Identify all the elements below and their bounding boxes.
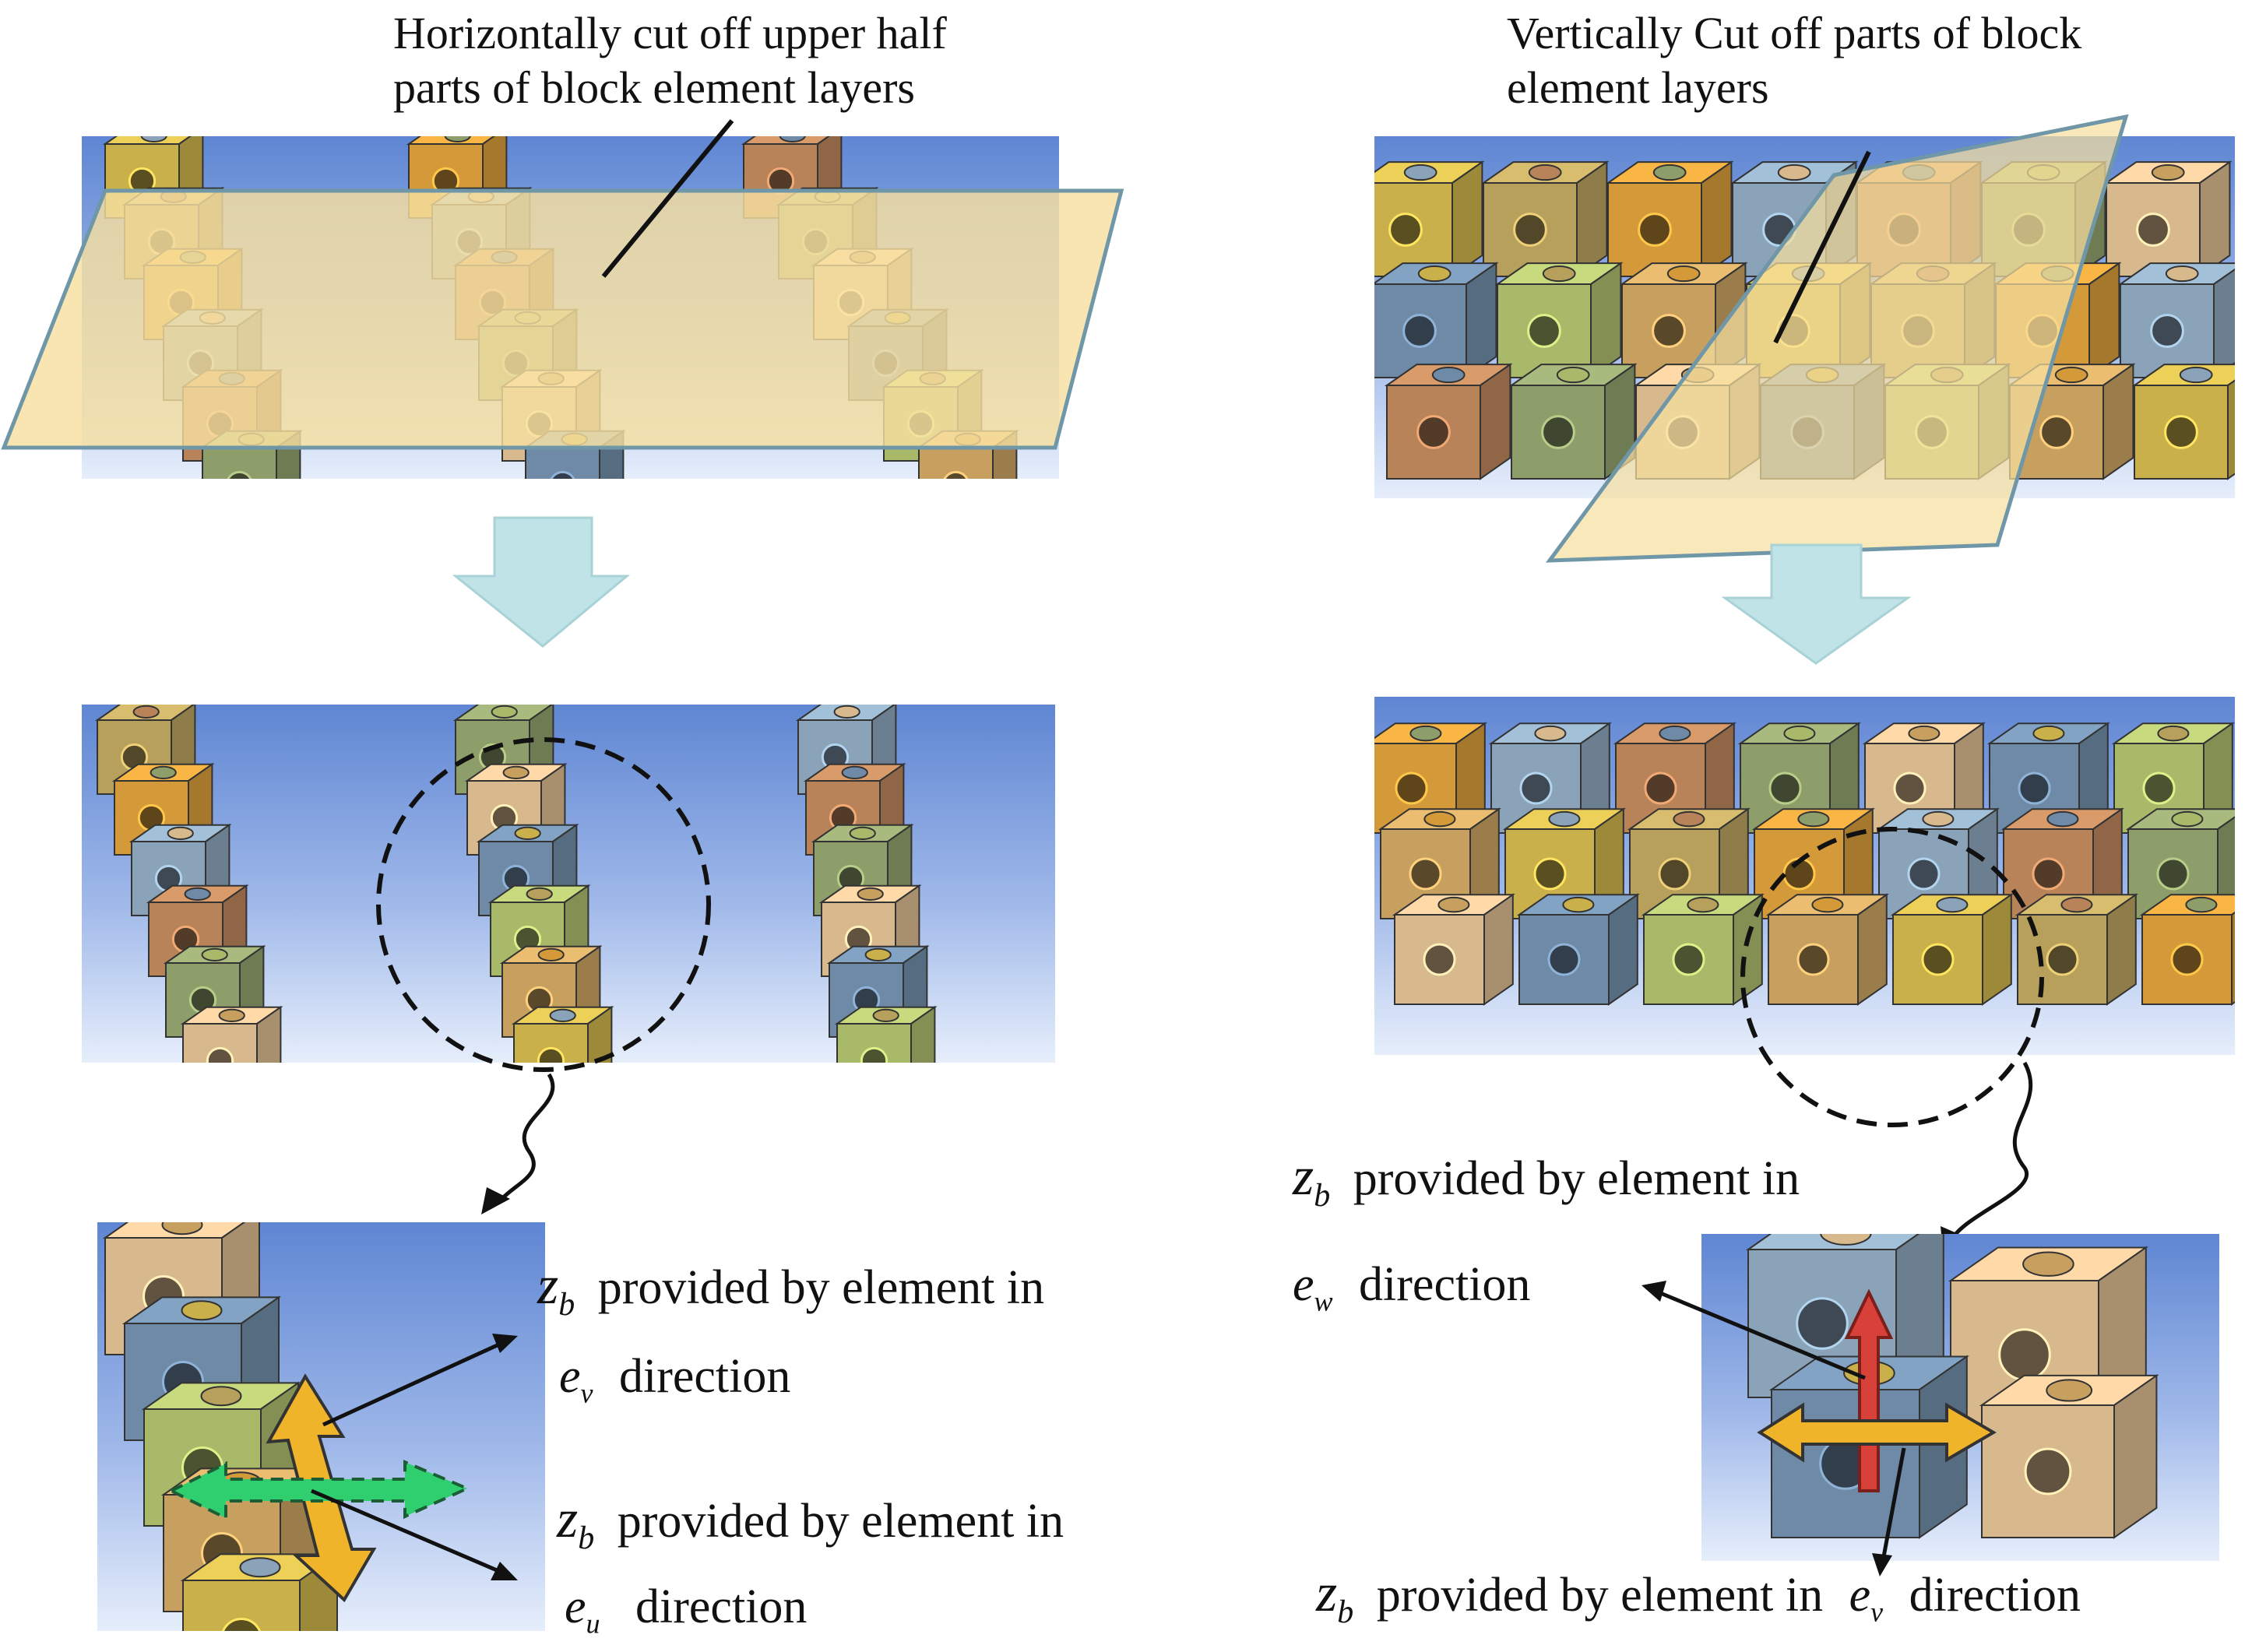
block-element <box>2117 262 2235 379</box>
left-result-blocks <box>94 705 938 1063</box>
block-element <box>180 1005 283 1063</box>
block-element <box>2103 160 2233 278</box>
right-result-blocks <box>1374 722 2235 1006</box>
block-element <box>1979 160 2108 278</box>
right-label-ew: zb provided by element in ew direction <box>1293 1148 1800 1330</box>
ev-zb-symbol: z <box>537 1256 559 1316</box>
block-element <box>1758 363 1887 480</box>
eu-zb-sub: b <box>578 1520 595 1556</box>
block-element <box>916 429 1019 479</box>
left-caption-line1: Horizontally cut off upper half <box>393 8 947 58</box>
eu-zb-symbol: z <box>557 1489 579 1549</box>
block-element <box>199 429 303 479</box>
block-element <box>523 429 626 479</box>
ew-dir-symbol: e <box>1293 1258 1314 1311</box>
ev-zb-sub: b <box>558 1287 575 1323</box>
block-element <box>1986 722 2110 835</box>
block-element <box>1494 262 1624 379</box>
right-label-ev: zb provided by element in ev direction <box>1316 1565 2081 1641</box>
block-element <box>1480 160 1610 278</box>
ew-zb-sub: b <box>1314 1178 1331 1214</box>
block-element <box>1384 363 1513 480</box>
right-curly-connector <box>1948 1061 2033 1243</box>
block-element <box>1993 262 2122 379</box>
block-element <box>511 1005 614 1063</box>
right-cut-panel <box>1374 136 2235 498</box>
block-element <box>2139 894 2235 1006</box>
block-element <box>1619 262 1748 379</box>
ev-right-dir-symbol: e <box>1849 1569 1871 1622</box>
block-element <box>1392 893 1515 1006</box>
block-element <box>1768 1355 1969 1539</box>
ev-right-dir-text: direction <box>1909 1569 2081 1622</box>
left-connector-head <box>481 1187 510 1214</box>
block-element <box>1882 363 2011 480</box>
block-element <box>2014 893 2138 1006</box>
eu-label-text: provided by element in <box>617 1495 1064 1548</box>
block-element <box>1516 893 1640 1006</box>
block-element <box>1854 160 1983 278</box>
left-label-eu: zb provided by element in eu direction <box>557 1491 1064 1652</box>
ev-right-dir-sub: v <box>1870 1596 1884 1628</box>
left-cut-panel <box>82 136 1059 479</box>
right-caption-line2: element layers <box>1507 62 1769 113</box>
eu-dir-text: direction <box>635 1580 808 1633</box>
left-curly-connector <box>497 1073 555 1204</box>
block-element <box>1744 262 1873 379</box>
right-cut-blocks <box>1374 160 2235 480</box>
ew-dir-text: direction <box>1359 1258 1531 1311</box>
left-flow-arrow <box>452 516 631 648</box>
eu-dir-sub: u <box>586 1608 600 1640</box>
block-element <box>1633 363 1762 480</box>
right-caption: Vertically Cut off parts of block elemen… <box>1507 6 2081 115</box>
eu-dir-symbol: e <box>565 1580 586 1633</box>
ev-dir-text: direction <box>619 1350 791 1403</box>
left-caption: Horizontally cut off upper half parts of… <box>393 6 947 115</box>
ev-right-label-text: provided by element in <box>1376 1569 1824 1622</box>
ev-dir-sub: v <box>580 1377 593 1409</box>
block-element <box>163 944 266 1039</box>
block-element <box>1890 893 2014 1006</box>
ew-label-text: provided by element in <box>1353 1152 1800 1205</box>
block-element <box>1374 262 1499 379</box>
block-element <box>1605 160 1734 278</box>
left-result-panel <box>82 705 1055 1063</box>
right-flow-arrow <box>1721 543 1912 665</box>
left-caption-line2: parts of block element layers <box>393 62 915 113</box>
ew-zb-symbol: z <box>1293 1147 1314 1207</box>
ev-dir-symbol: e <box>559 1350 581 1403</box>
block-element <box>834 1005 938 1063</box>
left-cut-blocks <box>102 136 1019 479</box>
block-element <box>2007 363 2136 480</box>
block-element <box>1862 722 1986 835</box>
right-caption-line1: Vertically Cut off parts of block <box>1507 8 2082 58</box>
block-element <box>1508 363 1638 480</box>
block-element <box>1641 893 1765 1006</box>
left-zoom-panel <box>97 1222 545 1631</box>
ev-right-zb-symbol: z <box>1316 1563 1338 1623</box>
block-element <box>180 1552 340 1631</box>
block-element <box>1765 893 1889 1006</box>
block-element <box>1979 1373 2159 1539</box>
block-element <box>1729 160 1859 278</box>
right-result-panel <box>1374 697 2235 1055</box>
block-element <box>2131 364 2235 480</box>
block-element <box>1868 262 1997 379</box>
ev-label-text: provided by element in <box>597 1261 1045 1314</box>
left-zoom-blocks <box>102 1222 340 1631</box>
left-label-ev: zb provided by element in ev direction <box>537 1257 1044 1422</box>
ew-dir-sub: w <box>1314 1285 1333 1317</box>
block-element <box>1374 160 1485 278</box>
ev-right-zb-sub: b <box>1337 1594 1354 1630</box>
